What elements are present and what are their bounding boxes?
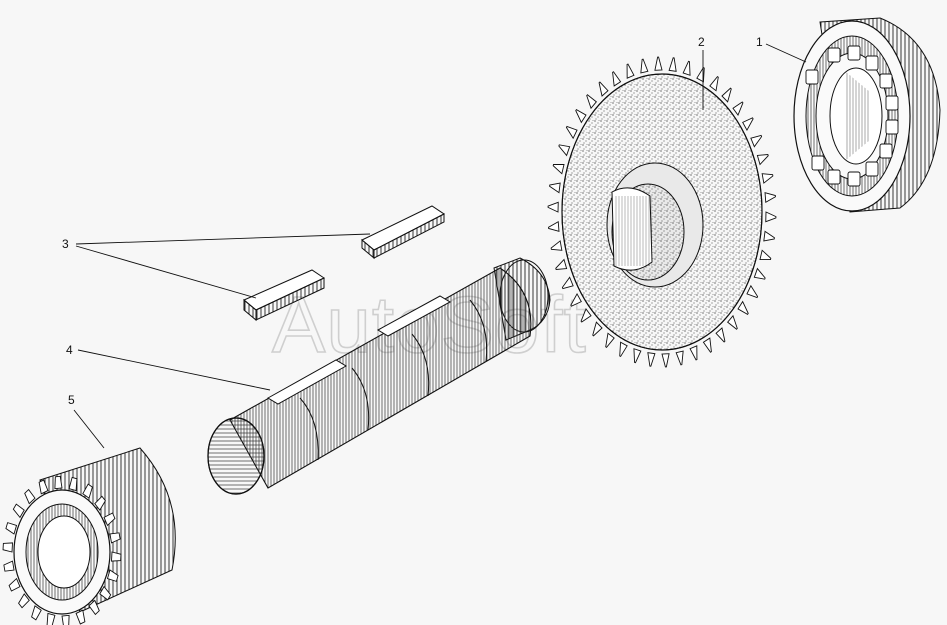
large-gear-tooth <box>764 192 776 204</box>
callout-4: 4 <box>66 343 271 391</box>
small-gear-tooth <box>61 614 70 625</box>
large-gear-tooth <box>580 308 592 323</box>
large-gear-tooth <box>570 292 582 307</box>
large-gear-part <box>547 56 777 368</box>
small-gear-tooth <box>18 593 30 609</box>
large-gear-tooth <box>737 300 749 315</box>
large-gear-tooth <box>598 81 609 97</box>
large-gear-tooth <box>756 154 769 166</box>
small-gear-tooth <box>68 476 78 492</box>
large-gear-tooth <box>721 87 732 103</box>
large-gear-tooth <box>732 101 744 116</box>
small-gear-tooth <box>24 488 36 505</box>
large-gear-tooth <box>619 341 628 358</box>
callout-5: 5 <box>68 393 105 449</box>
small-gear-tooth <box>5 522 18 535</box>
large-gear-tooth <box>715 327 726 343</box>
large-gear-tooth <box>668 57 677 72</box>
callout-label-4: 4 <box>66 343 73 357</box>
large-gear-tooth <box>661 353 670 368</box>
large-gear-tooth <box>550 240 563 251</box>
small-gear-tooth <box>88 599 100 616</box>
large-gear-tooth <box>548 220 560 232</box>
large-gear-tooth <box>682 60 691 76</box>
large-gear-tooth <box>592 321 603 337</box>
small-gear-tooth <box>46 612 56 625</box>
callout-3: 3 <box>62 233 371 299</box>
bearing-part <box>793 17 941 213</box>
small-gear-part <box>2 447 176 625</box>
callout-2: 2 <box>698 35 705 110</box>
large-gear-tooth <box>555 258 568 270</box>
small-gear-tooth <box>111 551 122 562</box>
large-gear-tooth <box>753 267 766 280</box>
small-gear-tooth <box>3 560 15 572</box>
large-gear-tooth <box>575 109 587 124</box>
key-lower <box>243 269 326 322</box>
large-gear-tooth <box>640 58 649 74</box>
large-gear-tooth <box>612 71 622 87</box>
callout-label-5: 5 <box>68 393 75 407</box>
small-gear-tooth <box>31 605 42 621</box>
large-gear-tooth <box>626 63 635 79</box>
large-gear-tooth <box>726 314 738 330</box>
callout-label-3: 3 <box>62 237 69 251</box>
large-gear-tooth <box>558 144 571 157</box>
small-gear-tooth <box>109 532 121 544</box>
large-gear-tooth <box>561 276 574 290</box>
large-gear-tooth <box>742 117 754 132</box>
small-gear-tooth <box>94 495 106 511</box>
large-gear-tooth <box>759 249 772 261</box>
large-gear-tooth <box>675 350 684 366</box>
large-gear-tooth <box>746 284 759 299</box>
large-gear-tooth <box>586 94 598 110</box>
callout-label-2: 2 <box>698 35 705 49</box>
shaft-part <box>207 257 551 495</box>
callout-1: 1 <box>756 35 807 63</box>
large-gear-tooth <box>647 352 656 367</box>
large-gear-tooth <box>552 163 565 175</box>
large-gear-tooth <box>633 348 642 364</box>
small-gear-tooth <box>106 569 119 582</box>
small-gear-tooth <box>103 512 116 527</box>
large-gear-tooth <box>549 182 561 194</box>
large-gear-tooth <box>761 173 774 184</box>
large-gear-tooth <box>565 125 578 140</box>
large-gear-tooth <box>605 332 615 349</box>
small-gear-tooth <box>8 577 21 592</box>
large-gear-tooth <box>765 211 777 223</box>
small-gear-tooth <box>99 585 112 601</box>
small-gear-tooth <box>38 479 49 495</box>
large-gear-tooth <box>709 75 719 92</box>
small-gear-tooth <box>54 475 63 490</box>
large-gear-tooth <box>689 345 698 361</box>
large-gear-tooth <box>547 201 559 213</box>
small-gear-tooth <box>82 483 93 499</box>
large-gear-tooth <box>654 56 663 71</box>
small-gear-tooth <box>12 503 25 519</box>
large-gear-tooth <box>696 66 705 83</box>
key-upper <box>361 205 445 260</box>
callout-label-1: 1 <box>756 35 763 49</box>
small-gear-tooth <box>2 542 13 553</box>
large-gear-tooth <box>750 134 763 148</box>
large-gear-tooth <box>702 337 712 353</box>
small-gear-tooth <box>75 609 86 625</box>
large-gear-tooth <box>763 230 775 242</box>
